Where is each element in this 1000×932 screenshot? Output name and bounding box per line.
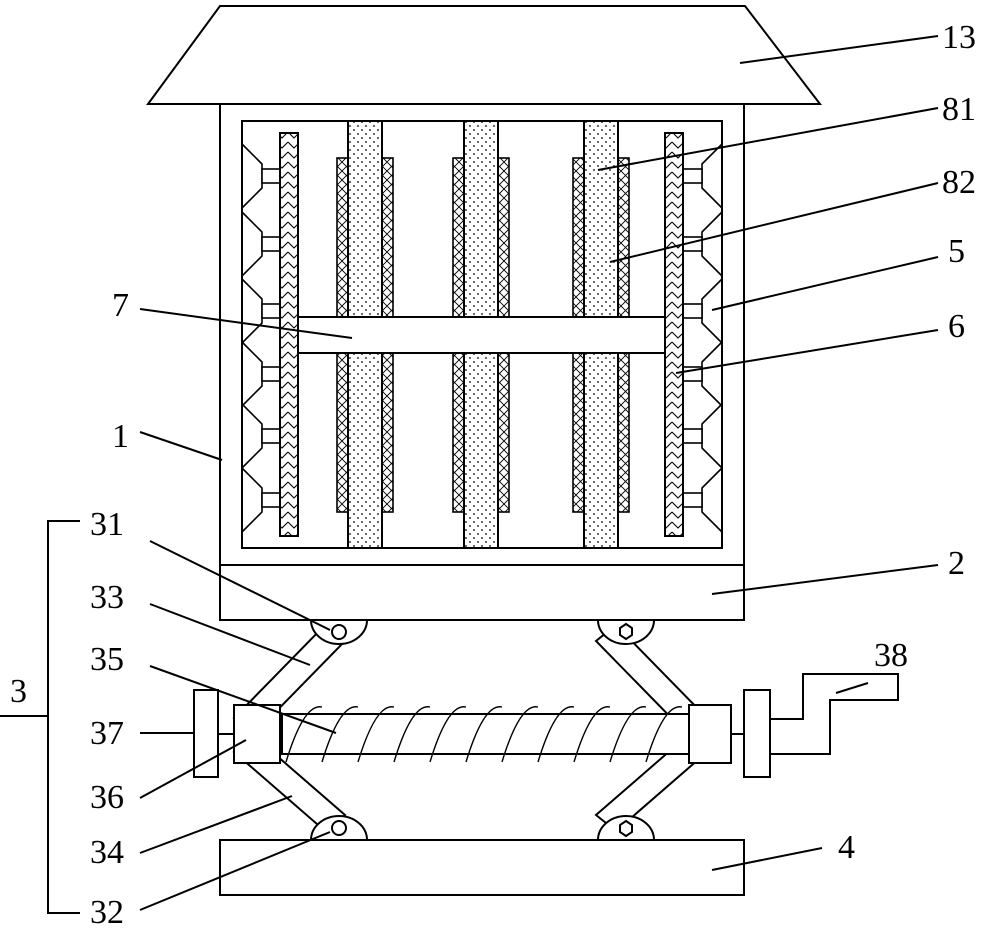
label-5: 5 — [948, 233, 965, 270]
label-81: 81 — [942, 91, 976, 128]
label-82: 82 — [942, 164, 976, 201]
fan-right-hub-5 — [682, 428, 703, 444]
label-32: 32 — [90, 894, 124, 931]
label-6: 6 — [948, 308, 965, 345]
bottom-base — [219, 839, 745, 896]
filter-sleeve-upper-right-3 — [617, 157, 630, 318]
label-13: 13 — [942, 19, 976, 56]
end-stop-right — [743, 689, 771, 778]
label-33: 33 — [90, 579, 124, 616]
fan-left-hub-1 — [261, 168, 281, 184]
screw-rod — [281, 713, 691, 755]
label-31: 31 — [90, 506, 124, 543]
label-34: 34 — [90, 834, 124, 871]
fans-left — [241, 143, 281, 533]
label-2: 2 — [948, 545, 965, 582]
side-panel-right — [664, 132, 684, 537]
label-36: 36 — [90, 779, 124, 816]
filter-sleeve-lower-left-3 — [572, 352, 585, 513]
fan-right-hub-3 — [682, 303, 703, 319]
fan-right-hub-6 — [682, 492, 703, 508]
slider-left — [233, 704, 281, 764]
fan-right-hub-1 — [682, 168, 703, 184]
filter-sleeve-upper-left-1 — [336, 157, 349, 318]
filter-sleeve-upper-left-3 — [572, 157, 585, 318]
label-38: 38 — [874, 637, 908, 674]
filter-sleeve-upper-right-1 — [381, 157, 394, 318]
filter-sleeve-lower-left-2 — [452, 352, 465, 513]
slider-right — [688, 704, 732, 764]
filter-sleeve-lower-right-3 — [617, 352, 630, 513]
label-3: 3 — [10, 673, 27, 710]
screw-thread — [285, 706, 683, 763]
leader-lines — [139, 35, 939, 911]
side-panel-left — [279, 132, 299, 537]
label-7: 7 — [112, 287, 129, 324]
label-37: 37 — [90, 715, 124, 752]
filter-sleeve-lower-right-1 — [381, 352, 394, 513]
fan-left-hub-5 — [261, 428, 281, 444]
end-stop-left — [193, 689, 219, 778]
crank-handle — [770, 673, 899, 755]
filter-sleeve-upper-left-2 — [452, 157, 465, 318]
filter-sleeve-lower-left-1 — [336, 352, 349, 513]
label-35: 35 — [90, 641, 124, 678]
filter-sleeve-upper-right-2 — [497, 157, 510, 318]
label-1: 1 — [112, 418, 129, 455]
fan-left-hub-6 — [261, 492, 281, 508]
crossbar — [297, 316, 666, 354]
group-bracket — [47, 520, 80, 914]
roof — [146, 5, 823, 105]
fan-left-hub-3 — [261, 303, 281, 319]
label-4: 4 — [838, 829, 855, 866]
fan-left-hub-2 — [261, 236, 281, 252]
filter-sleeve-lower-right-2 — [497, 352, 510, 513]
fan-left-hub-4 — [261, 366, 281, 382]
